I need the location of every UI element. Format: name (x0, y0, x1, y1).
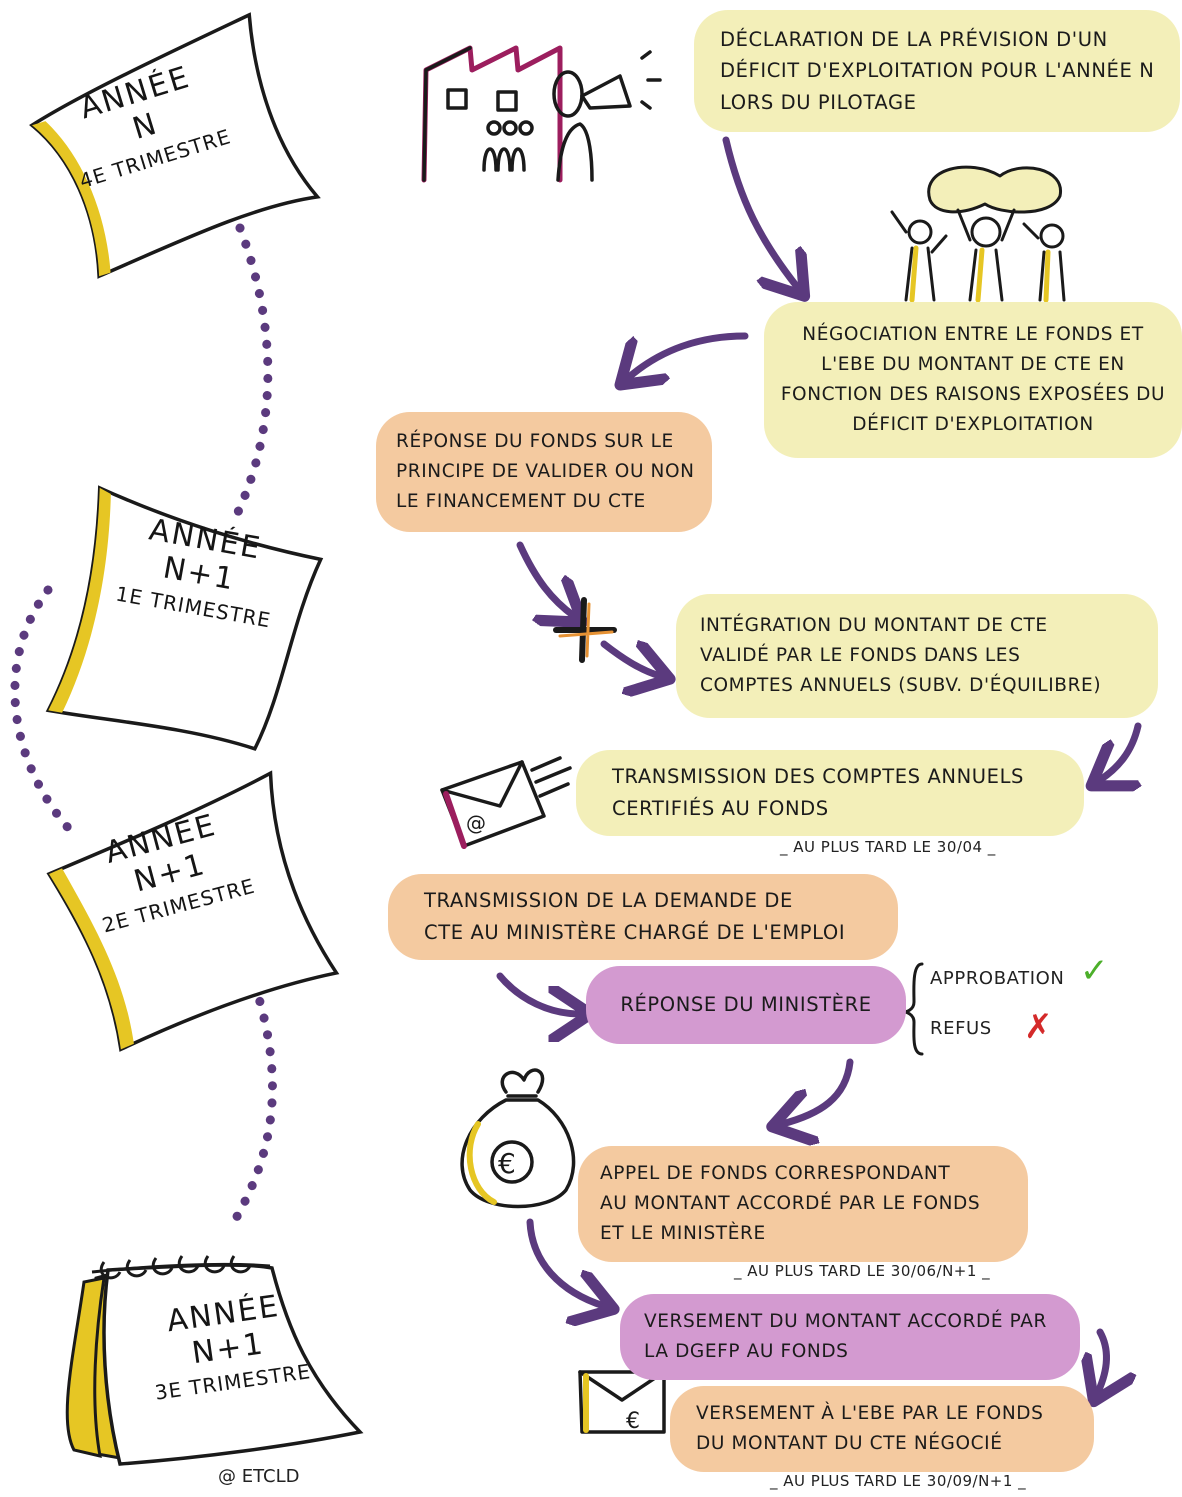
arrow-icon (628, 332, 749, 378)
arrow-icon (782, 1058, 854, 1124)
step-declaration: Déclaration de la prévision d'un déficit… (694, 10, 1180, 132)
step-text: Appel de fonds correspondant (600, 1163, 951, 1185)
step-text: déficit d'exploitation pour l'année N (720, 59, 1155, 83)
options-brace (903, 962, 924, 1056)
arrow-icon (722, 136, 798, 288)
step-text: déficit d'exploitation (852, 413, 1094, 435)
step-text: Versement à l'EBE par le fonds (696, 1403, 1044, 1425)
factory-icon (421, 45, 662, 183)
arrow-icon (516, 541, 574, 616)
step-appel-fonds: Appel de fonds correspondant au montant … (578, 1146, 1028, 1262)
step-text: Négociation entre le fonds et (802, 324, 1144, 346)
step-text: du montant du CTE négocié (696, 1433, 1003, 1454)
step-text: Transmission de la demande de (424, 889, 793, 913)
step-text: comptes annuels (subv. d'équilibre) (700, 674, 1102, 696)
step-text: la DGEFP au fonds (644, 1341, 849, 1362)
calendar-q2-year-n1: Année N+1 2e trimestre (46, 770, 340, 1052)
step-text: Réponse du ministère (620, 993, 872, 1017)
deadline-note: _ au plus tard le 30/04 _ (780, 838, 996, 856)
step-reponse-ministere: Réponse du ministère (586, 966, 906, 1044)
euro-symbol: € (626, 1409, 640, 1434)
step-text: l'EBE du montant de CTE en (821, 354, 1125, 376)
step-reponse-fonds: Réponse du fonds sur le principe de vali… (376, 412, 712, 532)
check-icon: ✓ (1080, 951, 1109, 991)
step-versement-dgefp: Versement du montant accordé par la DGEF… (620, 1294, 1080, 1380)
deadline-note: _ au plus tard le 30/09/N+1 _ (770, 1472, 1027, 1490)
step-text: Versement du montant accordé par (644, 1311, 1047, 1333)
calendar-q4-year-n: Année N 4e trimestre (29, 12, 321, 279)
arrow-icon (1100, 722, 1138, 780)
step-text: principe de valider ou non (396, 461, 695, 483)
step-text: certifiés au fonds (612, 797, 829, 820)
arrow-icon (526, 1218, 604, 1306)
step-transmission-demande: Transmission de la demande de CTE au min… (388, 874, 898, 960)
step-text: lors du pilotage (720, 90, 917, 114)
plus-icon (553, 597, 617, 663)
step-negociation: Négociation entre le fonds et l'EBE du m… (764, 302, 1182, 458)
money-bag-icon: € (460, 1068, 576, 1209)
step-text: Intégration du montant de CTE (700, 615, 1048, 637)
envelope-icon: € (578, 1370, 666, 1434)
deadline-note: _ au plus tard le 30/06/N+1 _ (734, 1262, 991, 1280)
step-text: le financement du CTE (396, 490, 646, 512)
step-text: et le ministère (600, 1222, 766, 1244)
arrow-icon (1098, 1328, 1107, 1392)
calendar-q1-year-n1: Année N+1 1e trimestre (45, 485, 324, 751)
step-transmission-comptes: Transmission des comptes annuels certifi… (576, 750, 1084, 836)
calendar-q3-year-n1: Année N+1 3e trimestre (65, 1255, 364, 1466)
arrow-icon (496, 972, 580, 1014)
step-integration: Intégration du montant de CTE validé par… (676, 594, 1158, 718)
step-text: Déclaration de la prévision d'un (720, 27, 1108, 51)
people-icon (890, 165, 1066, 303)
step-text: Réponse du fonds sur le (396, 431, 674, 453)
option-refus: Refus (930, 1018, 992, 1039)
arrow-icon (600, 644, 660, 676)
envelope-icon: @ (440, 756, 572, 849)
credit-label: @ ETCLD (218, 1466, 300, 1487)
option-approbation: Approbation (930, 968, 1065, 989)
step-text: au montant accordé par le fonds (600, 1193, 981, 1215)
step-text: Transmission des comptes annuels (612, 765, 1025, 789)
euro-symbol: € (498, 1147, 516, 1180)
step-text: fonction des raisons exposées du (780, 384, 1166, 405)
step-text: validé par le fonds dans les (700, 645, 1021, 667)
flow-arrows (496, 136, 1138, 1392)
at-symbol: @ (466, 811, 486, 835)
timeline-dotted-line (10, 223, 277, 1225)
step-text: CTE au ministère chargé de l'emploi (424, 921, 846, 944)
cross-icon: ✗ (1024, 1007, 1053, 1047)
step-versement-ebe: Versement à l'EBE par le fonds du montan… (670, 1386, 1094, 1472)
